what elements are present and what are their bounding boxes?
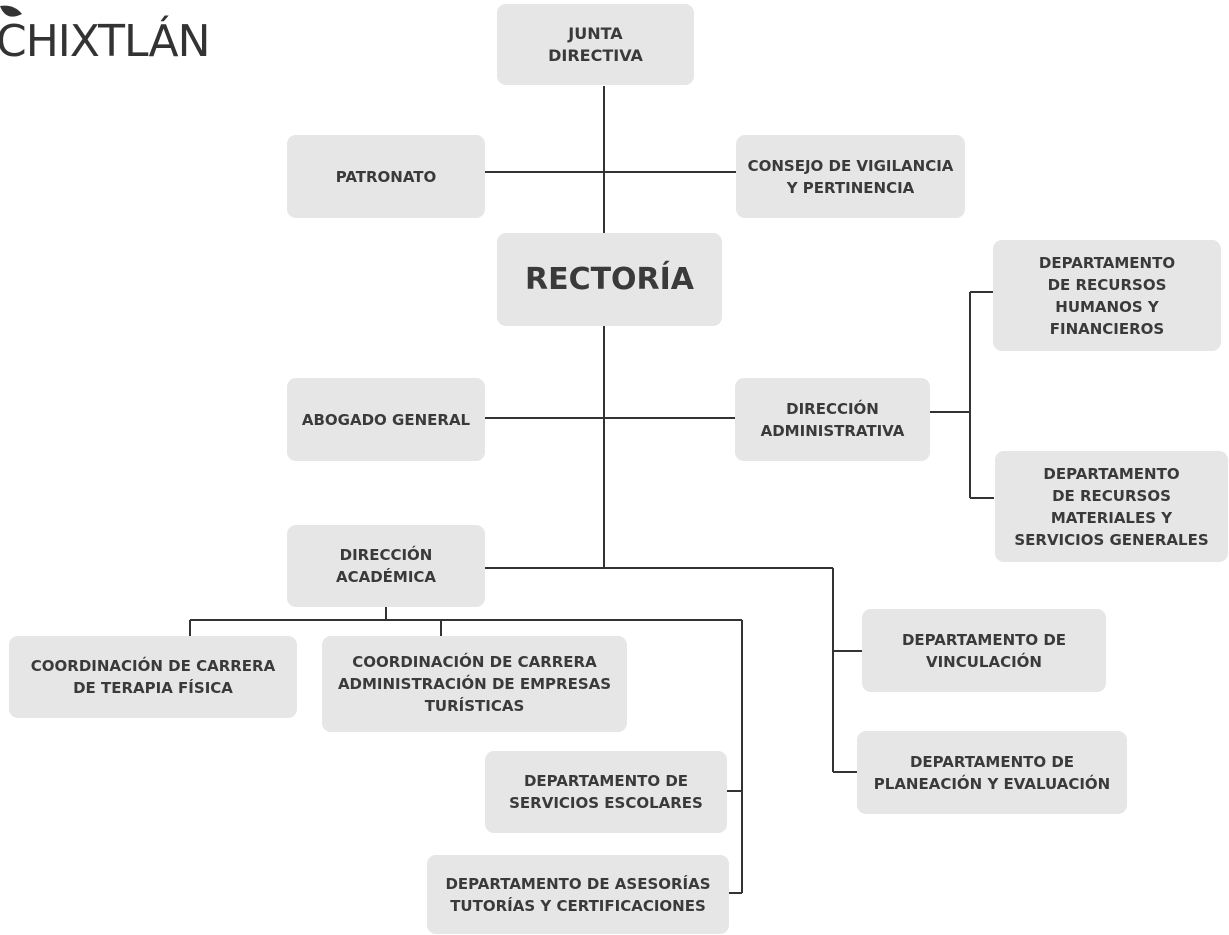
node-label: DEPARTAMENTO DE PLANEACIÓN Y EVALUACIÓN: [873, 752, 1111, 793]
node-label: ABOGADO GENERAL: [301, 410, 471, 429]
node-coordinacion-terapia-fisica: COORDINACIÓN DE CARRERA DE TERAPIA FÍSIC…: [9, 636, 297, 718]
node-label: RECTORÍA: [524, 261, 695, 297]
node-recursos-humanos: DEPARTAMENTO DE RECURSOS HUMANOS Y FINAN…: [993, 240, 1221, 351]
node-label: DEPARTAMENTO DE VINCULACIÓN: [901, 630, 1067, 671]
node-direccion-administrativa: DIRECCIÓN ADMINISTRATIVA: [735, 378, 930, 461]
node-label: DEPARTAMENTO DE RECURSOS HUMANOS Y FINAN…: [1038, 253, 1176, 338]
node-consejo-vigilancia: CONSEJO DE VIGILANCIA Y PERTINENCIA: [736, 135, 965, 218]
node-label: JUNTA DIRECTIVA: [548, 23, 643, 65]
logo-mark: [0, 5, 22, 17]
node-rectoria: RECTORÍA: [497, 233, 722, 326]
node-label: DIRECCIÓN ACADÉMICA: [335, 546, 437, 586]
node-patronato: PATRONATO: [287, 135, 485, 218]
node-label: COORDINACIÓN DE CARRERA ADMINISTRACIÓN D…: [337, 653, 612, 715]
node-planeacion-evaluacion: DEPARTAMENTO DE PLANEACIÓN Y EVALUACIÓN: [857, 731, 1127, 814]
node-coordinacion-empresas-turisticas: COORDINACIÓN DE CARRERA ADMINISTRACIÓN D…: [322, 636, 627, 732]
node-label: DEPARTAMENTO DE SERVICIOS ESCOLARES: [509, 772, 703, 812]
node-recursos-materiales: DEPARTAMENTO DE RECURSOS MATERIALES Y SE…: [995, 451, 1228, 562]
node-label: DEPARTAMENTO DE ASESORÍAS TUTORÍAS Y CER…: [445, 874, 711, 915]
node-label: DEPARTAMENTO DE RECURSOS MATERIALES Y SE…: [1014, 464, 1209, 549]
node-direccion-academica: DIRECCIÓN ACADÉMICA: [287, 525, 485, 607]
node-vinculacion: DEPARTAMENTO DE VINCULACIÓN: [862, 609, 1106, 692]
logo-text: CHIXTLÁN: [0, 16, 211, 67]
node-label: COORDINACIÓN DE CARRERA DE TERAPIA FÍSIC…: [30, 657, 276, 697]
node-label: CONSEJO DE VIGILANCIA Y PERTINENCIA: [747, 156, 954, 197]
node-asesorias-tutorias: DEPARTAMENTO DE ASESORÍAS TUTORÍAS Y CER…: [427, 855, 729, 934]
node-junta-directiva: JUNTA DIRECTIVA: [497, 4, 694, 85]
node-label: PATRONATO: [335, 167, 437, 186]
node-servicios-escolares: DEPARTAMENTO DE SERVICIOS ESCOLARES: [485, 751, 727, 833]
node-label: DIRECCIÓN ADMINISTRATIVA: [760, 399, 905, 440]
node-abogado-general: ABOGADO GENERAL: [287, 378, 485, 461]
